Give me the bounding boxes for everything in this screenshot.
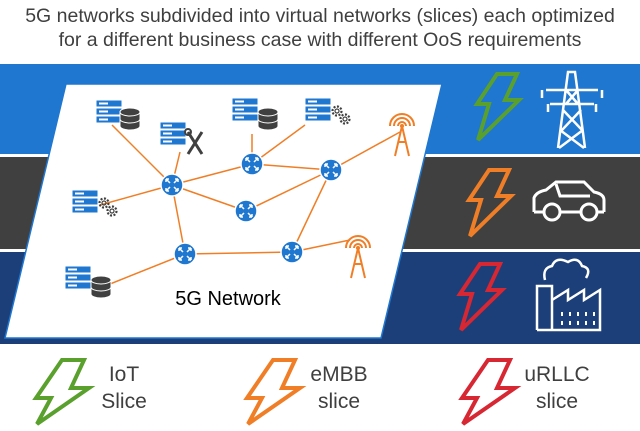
legend-bolt-iot-icon bbox=[32, 358, 96, 426]
title-line-1: 5G networks subdivided into virtual netw… bbox=[25, 5, 615, 27]
legend-label-iot-line1: IoT bbox=[109, 363, 140, 386]
router-icon bbox=[234, 199, 258, 223]
link bbox=[291, 169, 332, 253]
legend-label-embb-line1: eMBB bbox=[310, 363, 367, 386]
link bbox=[99, 253, 186, 289]
lightning-bolt-icon bbox=[465, 168, 516, 238]
lightning-bolt-icon bbox=[473, 72, 524, 142]
legend-label-urllc-line2: slice bbox=[536, 390, 578, 413]
title-line-2: for a different business case with diffe… bbox=[58, 29, 582, 51]
network-label: 5G Network bbox=[175, 288, 282, 310]
factory-icon bbox=[535, 258, 602, 332]
router-icon bbox=[240, 152, 264, 176]
link bbox=[171, 184, 247, 212]
link bbox=[245, 169, 332, 212]
router-icon bbox=[280, 240, 304, 264]
lightning-bolt-icon bbox=[456, 262, 507, 332]
router-icon bbox=[319, 158, 343, 182]
car-icon bbox=[532, 180, 606, 222]
legend-label-iot-line2: Slice bbox=[101, 390, 147, 413]
network-plane bbox=[4, 83, 443, 339]
link bbox=[330, 131, 401, 171]
legend-bolt-embb-icon bbox=[243, 358, 307, 426]
router-icon bbox=[160, 173, 184, 197]
link bbox=[251, 163, 332, 171]
link bbox=[111, 124, 173, 186]
server-tools bbox=[159, 121, 204, 155]
router-icon bbox=[173, 242, 197, 266]
legend-label-embb-line2: slice bbox=[318, 390, 360, 413]
legend-bolt-urllc-icon bbox=[458, 358, 522, 426]
legend-label-urllc-line1: uRLLC bbox=[524, 363, 589, 386]
link bbox=[184, 251, 293, 255]
link bbox=[171, 163, 253, 186]
link bbox=[99, 184, 173, 206]
wrench-icon bbox=[186, 131, 204, 155]
diagram-title: 5G networks subdivided into virtual netw… bbox=[0, 4, 640, 52]
power-tower-icon bbox=[540, 70, 604, 149]
